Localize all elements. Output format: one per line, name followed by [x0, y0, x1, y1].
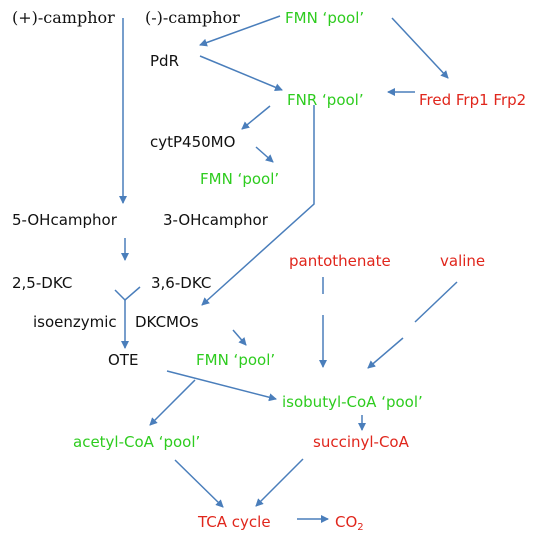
fmn-pool-mid-label: FMN ‘pool’: [200, 170, 280, 188]
dkc-merge-bracket: [114, 286, 141, 302]
fnr-pool-label: FNR ‘pool’: [287, 91, 364, 109]
isoenzymic-label: isoenzymic: [33, 313, 117, 331]
arrow-acetyl-coa-to-tca: [174, 459, 224, 508]
arrow-succinyl-coa-to-tca: [255, 458, 304, 507]
5-ohcamphor-label: 5-OHcamphor: [12, 211, 117, 229]
fred-frp1-frp2-label: Fred Frp1 Frp2: [419, 91, 527, 109]
3-ohcamphor-label: 3-OHcamphor: [163, 211, 268, 229]
isobutyl-coa-pool-label: isobutyl-CoA ‘pool’: [282, 393, 423, 411]
pantothenate-label: pantothenate: [289, 252, 391, 270]
arrow-dkcmos-to-fmn-low: [232, 329, 247, 346]
tca-cycle-label: TCA cycle: [198, 513, 271, 531]
arrow-pdr-to-fnr: [199, 55, 283, 92]
co2-label: CO2: [335, 513, 364, 537]
dkcmos-label: DKCMOs: [135, 313, 199, 331]
arrow-valine-to-isobutyl-coa: [367, 337, 404, 369]
minus-camphor-label: (-)-camphor: [145, 8, 240, 27]
arrow-fmn-top-to-fred: [391, 17, 449, 79]
fmn-pool-top-label: FMN ‘pool’: [285, 9, 365, 27]
valine-label: valine: [440, 252, 486, 270]
arrow-ote-to-isobutyl-coa: [166, 370, 277, 402]
succinyl-coa-label: succinyl-CoA: [313, 433, 409, 451]
arrow-fnr-to-cytp450mo: [241, 105, 271, 130]
arrow-cytp450mo-to-fmn-mid: [255, 146, 274, 163]
2-5-dkc-label: 2,5-DKC: [12, 274, 73, 292]
arrow-valine-segment-1: [414, 281, 458, 323]
plus-camphor-label: (+)-camphor: [12, 8, 115, 27]
co2-main-text: CO: [335, 513, 358, 531]
fmn-pool-low-label: FMN ‘pool’: [196, 351, 276, 369]
arrow-fmn-top-to-pdr: [199, 15, 281, 47]
arrow-fnr-to-dkcmos: [201, 105, 315, 306]
co2-subscript: 2: [357, 522, 364, 533]
3-6-dkc-label: 3,6-DKC: [151, 274, 212, 292]
acetyl-coa-pool-label: acetyl-CoA ‘pool’: [73, 433, 201, 451]
cytp450mo-label: cytP450MO: [150, 133, 236, 151]
arrow-ote-to-acetyl-coa: [149, 379, 196, 426]
ote-label: OTE: [108, 351, 139, 369]
pdr-label: PdR: [150, 52, 179, 70]
